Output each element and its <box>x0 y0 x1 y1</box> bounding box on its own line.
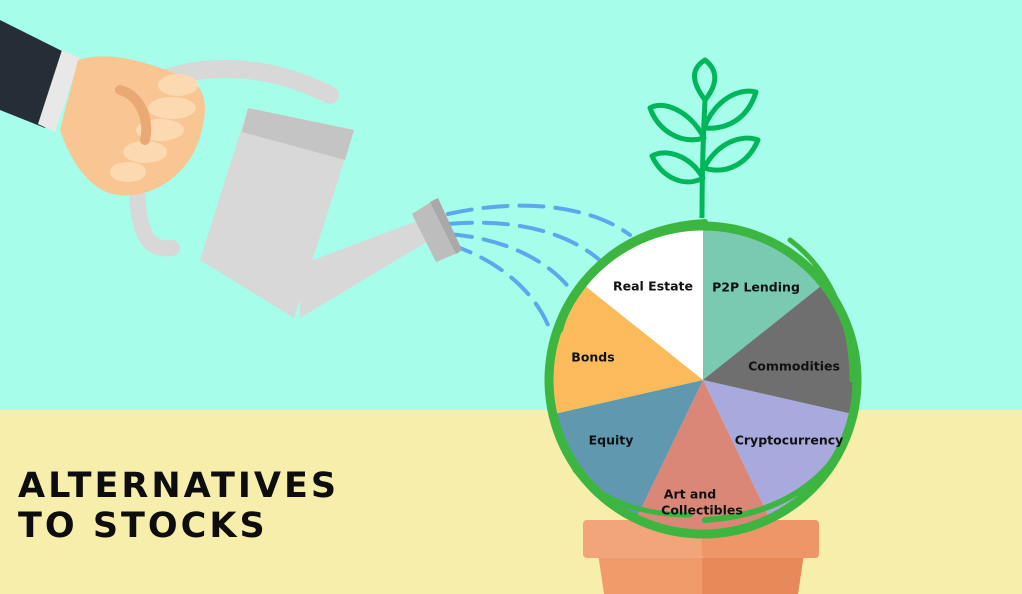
page-title: ALTERNATIVES TO STOCKS <box>18 466 339 546</box>
pie-label: Commodities <box>748 358 840 373</box>
pie-segment-p2p-lending <box>703 230 821 380</box>
watering-can-icon <box>129 59 462 318</box>
ground-background <box>0 410 1022 594</box>
pie-label: Equity <box>589 432 634 447</box>
pie-labels: Real Estate P2P LendingCommoditiesCryptoc… <box>571 278 843 517</box>
pie-label: Bonds <box>571 349 614 364</box>
title-line-2: TO STOCKS <box>18 506 268 546</box>
sprout-icon <box>647 57 761 219</box>
pie-segment-real-estate <box>585 230 703 380</box>
plant-pot-icon <box>583 520 819 594</box>
water-stream-icon <box>446 203 632 332</box>
pie-label: P2P Lending <box>712 279 800 294</box>
pie-label: Cryptocurrency <box>735 432 844 447</box>
hand-icon <box>0 20 205 196</box>
pie-segment-art-and <box>637 380 769 530</box>
pie-segment-bonds <box>553 286 703 414</box>
pie-segment-commodities <box>703 286 853 414</box>
pie-label: Real Estate <box>613 278 693 293</box>
title-line-1: ALTERNATIVES <box>18 466 340 506</box>
pie-segment-equity <box>556 380 703 516</box>
sky-background <box>0 0 1022 410</box>
vine-ring-icon <box>544 219 862 539</box>
